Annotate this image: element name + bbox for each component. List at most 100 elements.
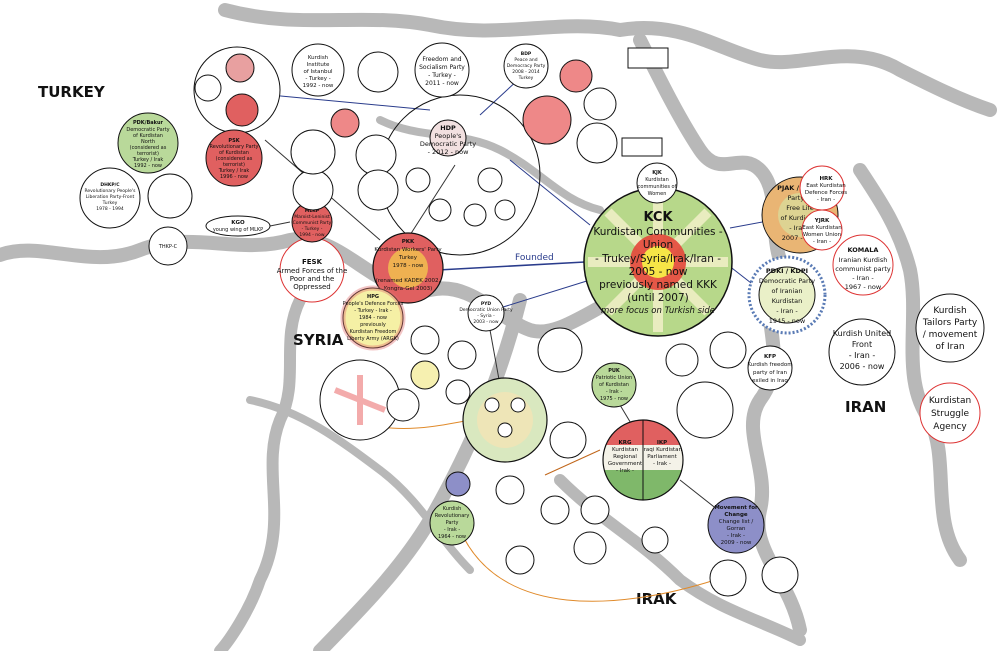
node-icor[interactable]: [292, 169, 334, 211]
fesk-line-4: Oppressed: [293, 283, 330, 291]
node-syria-small-3[interactable]: [410, 360, 440, 390]
link-pyd-center: [489, 329, 501, 386]
link-kck-pyd: [499, 279, 591, 309]
node-psk[interactable]: PSK Revolutionary Party of Kurdistan (co…: [205, 129, 263, 187]
puk-line-4: - Irak -: [606, 389, 622, 395]
hdp-sub-5[interactable]: [494, 199, 516, 221]
node-kjk[interactable]: KJK Kurdistan communities of Women: [636, 162, 678, 204]
node-kck[interactable]: KCK Kurdistan Communities - Union - Truk…: [583, 187, 733, 337]
ikp-line-3: Parliament: [647, 454, 677, 460]
node-turkey-cluster[interactable]: [193, 46, 281, 134]
kio-line-2: Institute: [307, 62, 330, 68]
node-komala[interactable]: KOMALA Iranian Kurdish communist party -…: [832, 234, 894, 296]
node-thkpc[interactable]: THKP-C: [148, 226, 188, 266]
hdp-sub-2[interactable]: [477, 167, 503, 193]
node-iraq-small-7[interactable]: [641, 526, 669, 554]
node-iraq-small-13[interactable]: [709, 331, 747, 369]
node-dsmp[interactable]: [583, 87, 617, 121]
red-sunburst: [333, 375, 387, 425]
node-iraq-small-10[interactable]: [549, 421, 587, 459]
node-krg-ikp[interactable]: KRG Kurdistan Regional Government - Irak…: [600, 419, 690, 505]
turkey-north-border: [218, 3, 997, 117]
node-hadep[interactable]: [576, 122, 618, 164]
node-syria-small-2[interactable]: [447, 340, 477, 370]
node-struggle[interactable]: Kurdistan Struggle Agency: [919, 382, 981, 444]
kck-line-4: 2005 - now: [629, 266, 688, 278]
komala-line-4: - Iran -: [852, 274, 874, 282]
node-ksp[interactable]: [357, 169, 399, 211]
tailors-line-1: Kurdish: [933, 306, 966, 316]
pkurd-line-6: terrorist): [137, 151, 159, 157]
node-iraq-small-3[interactable]: [540, 495, 570, 525]
node-krp[interactable]: Kurdish Revolutionary Party - Irak - 196…: [429, 500, 475, 546]
node-kfp[interactable]: KFP Kurdish freedom party of Iran exiled…: [747, 345, 793, 391]
node-hrk[interactable]: HRK East Kurdistan Defence Forces - Iran…: [799, 165, 847, 211]
link-krg-center: [544, 449, 601, 476]
node-puk[interactable]: PUK Patriotic Union of Kurdistan - Irak …: [591, 362, 637, 408]
node-small-top[interactable]: [357, 51, 399, 93]
hdp-sub-3[interactable]: [428, 198, 452, 222]
link-kck-hdp: [509, 159, 591, 226]
kck-code: KCK: [643, 210, 673, 225]
pjak-line-6: 2007 - now: [782, 234, 819, 242]
pdki-line-2: Democratic Party: [759, 277, 815, 285]
mlkp-line-5: 1994 - now: [299, 232, 325, 238]
node-iraq-small-1[interactable]: [445, 471, 471, 497]
node-iraq-small-11[interactable]: [665, 343, 699, 377]
node-syria-small-4[interactable]: [386, 388, 420, 422]
krp-line-1: Kurdish: [443, 506, 462, 512]
node-yjrk[interactable]: YJRK East Kurdistan Women Union - Iran -: [801, 209, 843, 251]
node-tailors[interactable]: Kurdish Tailors Party / movement of Iran: [915, 293, 985, 363]
fsp-line-2: Socialism Party: [419, 64, 465, 71]
node-syria-center-top[interactable]: [537, 327, 583, 373]
node-syria-small-5[interactable]: [445, 379, 471, 405]
node-iraq-small-6[interactable]: [573, 531, 607, 565]
node-pdki[interactable]: PDKI / KDPI Democratic Party of Iranian …: [747, 255, 827, 335]
node-syria-left-cluster[interactable]: [319, 359, 401, 441]
node-bdp[interactable]: BDP Peace and Democracy Party 2008 - 201…: [503, 43, 549, 89]
region-labels: TURKEY SYRIA IRAK IRAN: [38, 83, 886, 608]
node-pyd[interactable]: PYD Democratic Union Party - Syria - 200…: [459, 294, 513, 332]
hpg-line-5: previously: [360, 322, 386, 328]
node-syria-center[interactable]: [462, 377, 548, 463]
node-pdk-bakur[interactable]: PDK/Bakur Democratic Party of Kurdistan …: [117, 112, 179, 174]
hdp-sub-4[interactable]: [463, 203, 487, 227]
node-pkk[interactable]: PKK Kurdistan Workers' Party Turkey 1978…: [372, 232, 444, 304]
node-syria-small-1[interactable]: [410, 325, 440, 355]
hpg-line-3: - Turkey - Irak -: [354, 308, 392, 314]
fsp-line-4: 2011 - now: [425, 80, 459, 87]
node-fsp[interactable]: Freedom and Socialism Party - Turkey - 2…: [414, 42, 470, 98]
node-iraq-small-12[interactable]: [676, 381, 734, 439]
kuf-line-4: 2006 - now: [840, 362, 885, 371]
founded-label: Founded: [515, 253, 554, 263]
pjak-line-4: of Kurdistan: [781, 214, 820, 222]
pdki-line-4: Kurdistan: [772, 297, 803, 305]
node-mlkp[interactable]: MLKP Marxist-Leninist Communist Party - …: [291, 201, 333, 243]
node-iraq-small-9[interactable]: [761, 556, 799, 594]
node-dhkpc[interactable]: DHKP/C Revolutionary People's Liberation…: [79, 167, 141, 229]
node-dehap[interactable]: [522, 95, 572, 145]
mlkp-line-4: - Turkey -: [302, 226, 323, 232]
node-kio[interactable]: Kurdish Institute of Istanbul - Turkey -…: [291, 43, 345, 97]
node-hdp[interactable]: HDP People's Democratic Party - 2012 - n…: [379, 94, 541, 256]
node-iraq-small-5[interactable]: [580, 495, 610, 525]
node-iraq-small-4[interactable]: [505, 545, 535, 575]
node-fesk[interactable]: FESK Armed Forces of the Poor and the Op…: [277, 237, 348, 303]
node-gorran[interactable]: Movement for Change Change list / Gorran…: [707, 496, 765, 554]
region-label-syria: SYRIA: [293, 331, 344, 349]
hpg-line-6: Kurdistan Freedom: [350, 329, 397, 335]
node-tak[interactable]: [290, 129, 336, 175]
fsp-line-1: Freedom and: [422, 56, 461, 63]
hdp-sub-1[interactable]: [405, 167, 431, 193]
node-red-small[interactable]: [330, 108, 360, 138]
node-dtp[interactable]: [559, 59, 593, 93]
node-kdh[interactable]: [355, 134, 397, 176]
node-kuf[interactable]: Kurdish United Front - Iran - 2006 - now: [828, 318, 896, 386]
node-hpg[interactable]: HPG People's Defence Forces - Turkey - I…: [340, 285, 406, 351]
node-iraq-small-2[interactable]: [495, 475, 525, 505]
node-kgo[interactable]: KGO young wing of MLKP: [205, 215, 271, 237]
node-dhkpc-2[interactable]: [147, 173, 193, 219]
node-iraq-small-8[interactable]: [709, 559, 747, 597]
note-top-right: [627, 47, 669, 69]
